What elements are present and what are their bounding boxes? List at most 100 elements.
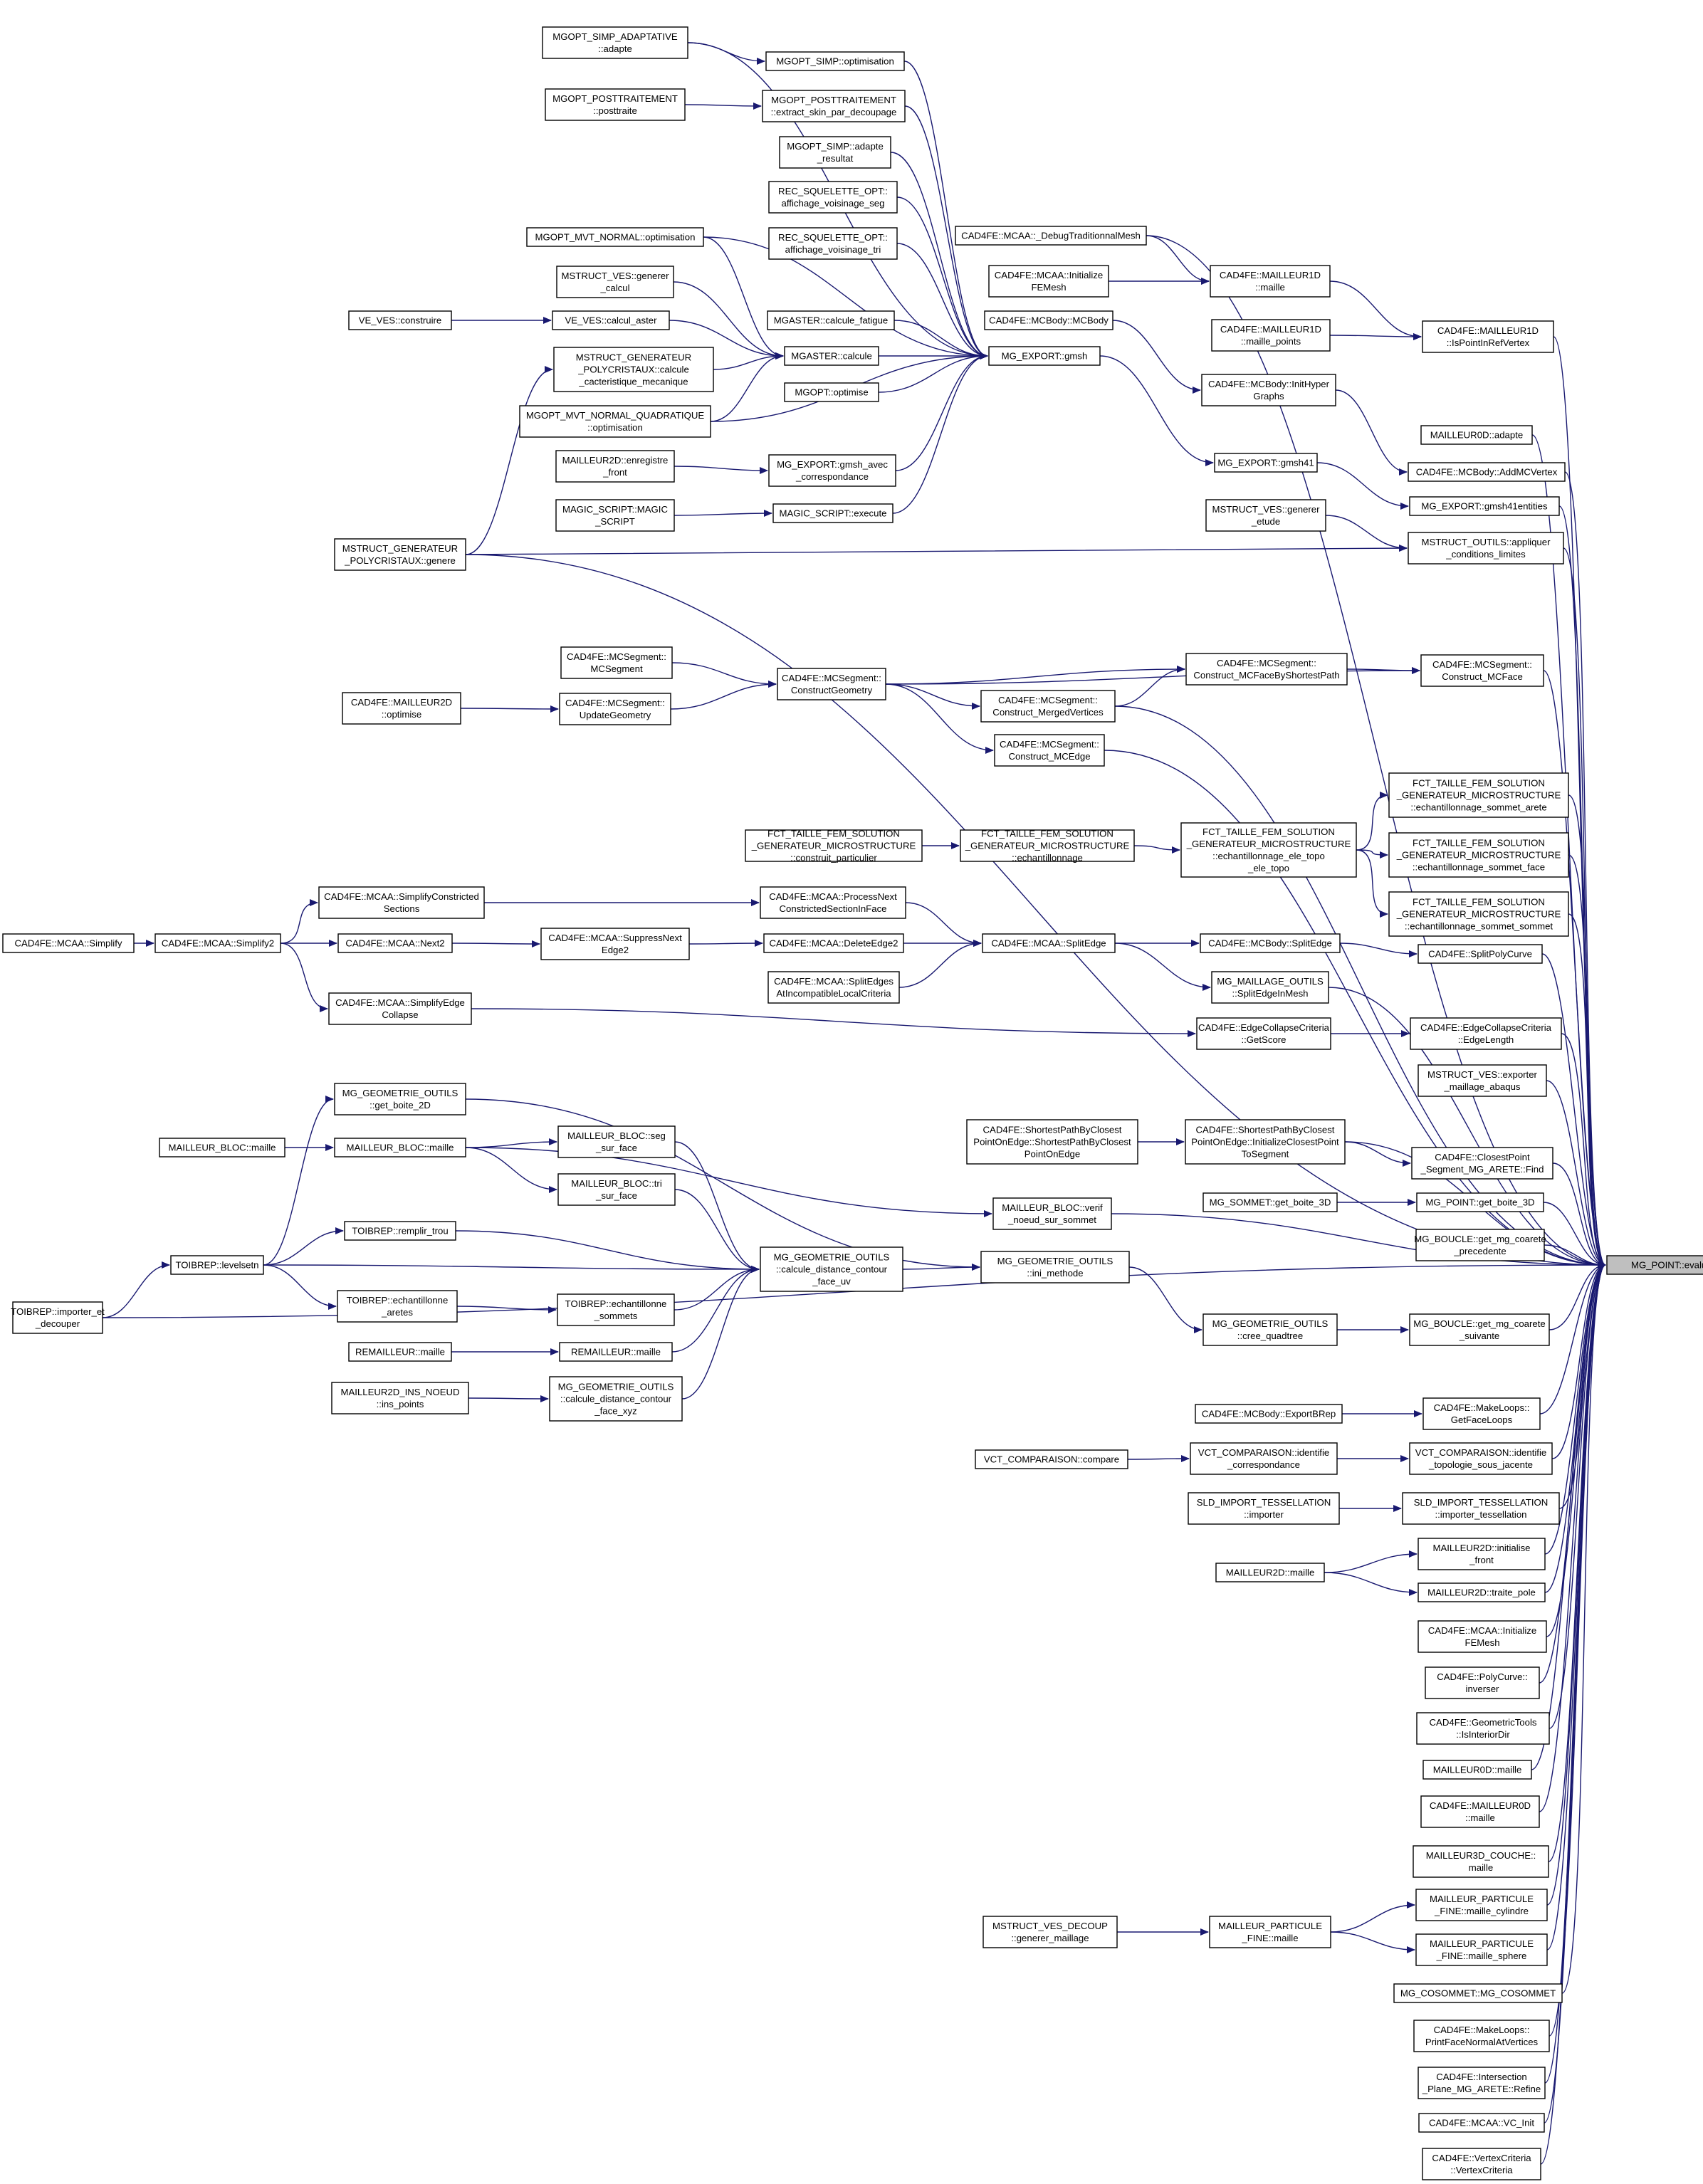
graph-node-n-toibrep-ech-ar[interactable]: TOIBREP::echantillonne_aretes	[337, 1290, 458, 1323]
graph-node-n-ves-gen-calc[interactable]: MSTRUCT_VES::generer_calcul	[556, 266, 674, 298]
graph-node-n-vertex-criteria[interactable]: CAD4FE::VertexCriteria::VertexCriteria	[1422, 2148, 1541, 2180]
graph-node-n-toibrep-ech-so[interactable]: TOIBREP::echantillonne_sommets	[557, 1293, 675, 1326]
graph-node-n-bloc-maille1[interactable]: MAILLEUR_BLOC::maille	[159, 1138, 285, 1157]
graph-node-n-part-cyl[interactable]: MAILLEUR_PARTICULE_FINE::maille_cylindre	[1415, 1889, 1548, 1921]
graph-node-n-update-geom[interactable]: CAD4FE::MCSegment::UpdateGeometry	[559, 693, 671, 725]
graph-node-n-simplify-constr[interactable]: CAD4FE::MCAA::SimplifyConstrictedSection…	[318, 886, 485, 919]
graph-node-n-ves-gen-etude[interactable]: MSTRUCT_VES::generer_etude	[1205, 499, 1326, 532]
graph-node-n-adapte-res[interactable]: MGOPT_SIMP::adapte_resultat	[779, 136, 891, 169]
graph-node-n-mcface-short[interactable]: CAD4FE::MCSegment::Construct_MCFaceBySho…	[1185, 653, 1348, 686]
graph-node-n-mcseg-ctor[interactable]: CAD4FE::MCSegment::MCSegment	[560, 646, 673, 679]
graph-node-n-gmsh[interactable]: MG_EXPORT::gmsh	[988, 346, 1101, 366]
graph-node-n-ves-construire[interactable]: VE_VES::construire	[348, 310, 452, 330]
graph-node-n-gmsh-avec[interactable]: MG_EXPORT::gmsh_avec_correspondance	[768, 454, 896, 487]
graph-node-n-calc-uv[interactable]: MG_GEOMETRIE_OUTILS::calcule_distance_co…	[760, 1246, 903, 1292]
graph-node-n-posttraite[interactable]: MGOPT_POSTTRAITEMENT::posttraite	[545, 88, 686, 121]
graph-node-n-fct-ech[interactable]: FCT_TAILLE_FEM_SOLUTION_GENERATEUR_MICRO…	[960, 829, 1135, 863]
graph-node-n-closest-find[interactable]: CAD4FE::ClosestPoint_Segment_MG_ARETE::F…	[1411, 1147, 1553, 1180]
graph-node-n-fct-construit[interactable]: FCT_TAILLE_FEM_SOLUTION_GENERATEUR_MICRO…	[745, 829, 923, 863]
graph-node-n-part-sphere[interactable]: MAILLEUR_PARTICULE_FINE::maille_sphere	[1415, 1933, 1548, 1966]
graph-node-n-delete-edge[interactable]: CAD4FE::MCAA::DeleteEdge2	[763, 933, 904, 953]
graph-node-n-polycurve-inv[interactable]: CAD4FE::PolyCurve::inverser	[1425, 1666, 1540, 1699]
graph-node-n-mcface[interactable]: CAD4FE::MCSegment::Construct_MCFace	[1420, 654, 1544, 687]
graph-node-n-fct-sommet[interactable]: FCT_TAILLE_FEM_SOLUTION_GENERATEUR_MICRO…	[1388, 891, 1569, 937]
graph-node-n-boite2d[interactable]: MG_GEOMETRIE_OUTILS::get_boite_2D	[334, 1083, 466, 1115]
graph-node-n-mvt-opt[interactable]: MGOPT_MVT_NORMAL::optimisation	[526, 227, 704, 247]
graph-node-n-magic-exec[interactable]: MAGIC_SCRIPT::execute	[772, 503, 894, 523]
graph-node-n-process-next[interactable]: CAD4FE::MCAA::ProcessNextConstrictedSect…	[760, 886, 906, 919]
graph-node-n-mgopt-optimise[interactable]: MGOPT::optimise	[784, 382, 879, 402]
graph-node-n-boucle-prec[interactable]: MG_BOUCLE::get_mg_coarete_precedente	[1414, 1229, 1546, 1261]
graph-node-n-vct-compare[interactable]: VCT_COMPARAISON::compare	[975, 1449, 1128, 1469]
graph-node-n-simplify[interactable]: CAD4FE::MCAA::Simplify	[2, 933, 135, 953]
graph-node-n-m2d-init-front[interactable]: MAILLEUR2D::initialise_front	[1418, 1538, 1546, 1570]
graph-node-n-fct-arete[interactable]: FCT_TAILLE_FEM_SOLUTION_GENERATEUR_MICRO…	[1388, 772, 1569, 818]
graph-node-n-m2d-optimise[interactable]: CAD4FE::MAILLEUR2D::optimise	[342, 692, 461, 725]
graph-node-n-mgaster-calc[interactable]: MGASTER::calcule	[784, 346, 879, 366]
graph-node-n-m2d-traite[interactable]: MAILLEUR2D::traite_pole	[1418, 1582, 1546, 1602]
graph-node-n-geomtools[interactable]: CAD4FE::GeometricTools::IsInteriorDir	[1416, 1712, 1550, 1745]
graph-node-n-sommet-boite[interactable]: MG_SOMMET::get_boite_3D	[1202, 1192, 1338, 1212]
graph-node-n-ispoint[interactable]: CAD4FE::MAILLEUR1D::IsPointInRefVertex	[1422, 320, 1554, 353]
graph-node-n-m3d-couche[interactable]: MAILLEUR3D_COUCHE::maille	[1413, 1845, 1549, 1878]
graph-node-n-export-brep[interactable]: CAD4FE::MCBody::ExportBRep	[1195, 1404, 1343, 1424]
graph-node-n-bloc-maille2[interactable]: MAILLEUR_BLOC::maille	[334, 1138, 466, 1157]
graph-node-n-debug-mesh[interactable]: CAD4FE::MCAA::_DebugTraditionnalMesh	[955, 226, 1147, 246]
graph-node-n-simp-adapt[interactable]: MGOPT_SIMP_ADAPTATIVE::adapte	[542, 26, 688, 59]
focus-node-target[interactable]: MG_POINT::evaluer	[1606, 1255, 1703, 1275]
graph-node-n-edgelength[interactable]: CAD4FE::EdgeCollapseCriteria::EdgeLength	[1410, 1017, 1562, 1050]
graph-node-n-m1d-maille[interactable]: CAD4FE::MAILLEUR1D::maille	[1210, 265, 1331, 298]
graph-node-n-cad-m0d[interactable]: CAD4FE::MAILLEUR0D::maille	[1420, 1795, 1540, 1828]
graph-node-n-point-boite[interactable]: MG_POINT::get_boite_3D	[1416, 1192, 1544, 1212]
graph-node-n-next2[interactable]: CAD4FE::MCAA::Next2	[337, 933, 453, 953]
graph-node-n-magic-script[interactable]: MAGIC_SCRIPT::MAGIC_SCRIPT	[555, 499, 675, 532]
graph-node-n-toibrep-remplir[interactable]: TOIBREP::remplir_trou	[344, 1221, 456, 1241]
graph-node-n-m2d-ins[interactable]: MAILLEUR2D_INS_NOEUD::ins_points	[331, 1382, 469, 1414]
graph-node-n-vct-ident-topo[interactable]: VCT_COMPARAISON::identifie_topologie_sou…	[1409, 1442, 1553, 1475]
graph-node-n-cosommet[interactable]: MG_COSOMMET::MG_COSOMMET	[1393, 1983, 1563, 2003]
graph-node-n-m2d-maille[interactable]: MAILLEUR2D::maille	[1215, 1563, 1325, 1582]
graph-node-n-sld-import-tess[interactable]: SLD_IMPORT_TESSELLATION::importer_tessel…	[1402, 1492, 1560, 1525]
graph-node-n-gmsh41ent[interactable]: MG_EXPORT::gmsh41entities	[1409, 496, 1560, 516]
graph-node-n-bloc-verif[interactable]: MAILLEUR_BLOC::verif_noeud_sur_sommet	[992, 1197, 1112, 1230]
graph-node-n-boucle-suiv[interactable]: MG_BOUCLE::get_mg_coarete_suivante	[1409, 1313, 1550, 1346]
graph-node-n-shortest-ctor[interactable]: CAD4FE::ShortestPathByClosestPointOnEdge…	[966, 1119, 1138, 1165]
graph-node-n-m0d-adapte[interactable]: MAILLEUR0D::adapte	[1420, 425, 1533, 445]
graph-node-n-levelsetn[interactable]: TOIBREP::levelsetn	[170, 1255, 264, 1275]
graph-node-n-gmsh41[interactable]: MG_EXPORT::gmsh41	[1214, 453, 1318, 473]
graph-node-n-construct-geom[interactable]: CAD4FE::MCSegment::ConstructGeometry	[777, 668, 886, 700]
graph-node-n-calcul-aster[interactable]: VE_VES::calcul_aster	[552, 310, 670, 330]
graph-node-n-split-mesh[interactable]: MG_MAILLAGE_OUTILS::SplitEdgeInMesh	[1211, 971, 1329, 1004]
graph-node-n-toibrep-import[interactable]: TOIBREP::importer_et_decouper	[11, 1301, 105, 1334]
graph-node-n-merged[interactable]: CAD4FE::MCSegment::Construct_MergedVerti…	[980, 690, 1116, 723]
graph-node-n-gen-poly-genere[interactable]: MSTRUCT_GENERATEUR_POLYCRISTAUX::genere	[334, 538, 466, 571]
graph-node-n-calc-xyz[interactable]: MG_GEOMETRIE_OUTILS::calcule_distance_co…	[549, 1376, 683, 1422]
graph-node-n-mcbody[interactable]: CAD4FE::MCBody::MCBody	[984, 310, 1114, 330]
graph-node-n-part-maille[interactable]: MAILLEUR_PARTICULE_FINE::maille	[1209, 1916, 1331, 1948]
graph-node-n-ves-decoup[interactable]: MSTRUCT_VES_DECOUP::generer_maillage	[983, 1916, 1118, 1948]
graph-node-n-sld-importer[interactable]: SLD_IMPORT_TESSELLATION::importer	[1188, 1492, 1340, 1525]
graph-node-n-rec-tri[interactable]: REC_SQUELETTE_OPT::affichage_voisinage_t…	[768, 227, 898, 260]
graph-node-n-bloc-tri[interactable]: MAILLEUR_BLOC::tri_sur_face	[557, 1173, 676, 1206]
graph-node-n-mcedge[interactable]: CAD4FE::MCSegment::Construct_MCEdge	[994, 734, 1105, 767]
graph-node-n-split-incomp[interactable]: CAD4FE::MCAA::SplitEdgesAtIncompatibleLo…	[767, 971, 900, 1004]
graph-node-n-simp-opt[interactable]: MGOPT_SIMP::optimisation	[765, 51, 905, 71]
graph-node-n-splitedge[interactable]: CAD4FE::MCAA::SplitEdge	[982, 933, 1116, 953]
graph-node-n-vc-init[interactable]: CAD4FE::MCAA::VC_Init	[1418, 2113, 1545, 2133]
graph-node-n-mcbody-split[interactable]: CAD4FE::MCBody::SplitEdge	[1200, 933, 1341, 953]
graph-node-n-remailleur2[interactable]: REMAILLEUR::maille	[559, 1342, 673, 1362]
graph-node-n-getfaceloops[interactable]: CAD4FE::MakeLoops::GetFaceLoops	[1422, 1397, 1541, 1430]
graph-node-n-splitpoly[interactable]: CAD4FE::SplitPolyCurve	[1418, 944, 1543, 964]
graph-node-n-cree-quad[interactable]: MG_GEOMETRIE_OUTILS::cree_quadtree	[1202, 1313, 1338, 1346]
graph-node-n-getscore[interactable]: CAD4FE::EdgeCollapseCriteria::GetScore	[1196, 1017, 1331, 1050]
graph-node-n-mvt-quad[interactable]: MGOPT_MVT_NORMAL_QUADRATIQUE::optimisati…	[519, 405, 711, 438]
graph-node-n-m0d-maille[interactable]: MAILLEUR0D::maille	[1422, 1760, 1532, 1780]
graph-node-n-extract[interactable]: MGOPT_POSTTRAITEMENT::extract_skin_par_d…	[762, 90, 906, 122]
graph-node-n-remailleur1[interactable]: REMAILLEUR::maille	[348, 1342, 452, 1362]
graph-node-n-addmcvertex[interactable]: CAD4FE::MCBody::AddMCVertex	[1408, 462, 1566, 482]
graph-node-n-rec-seg[interactable]: REC_SQUELETTE_OPT::affichage_voisinage_s…	[768, 181, 898, 214]
graph-node-n-simplify2[interactable]: CAD4FE::MCAA::Simplify2	[154, 933, 281, 953]
